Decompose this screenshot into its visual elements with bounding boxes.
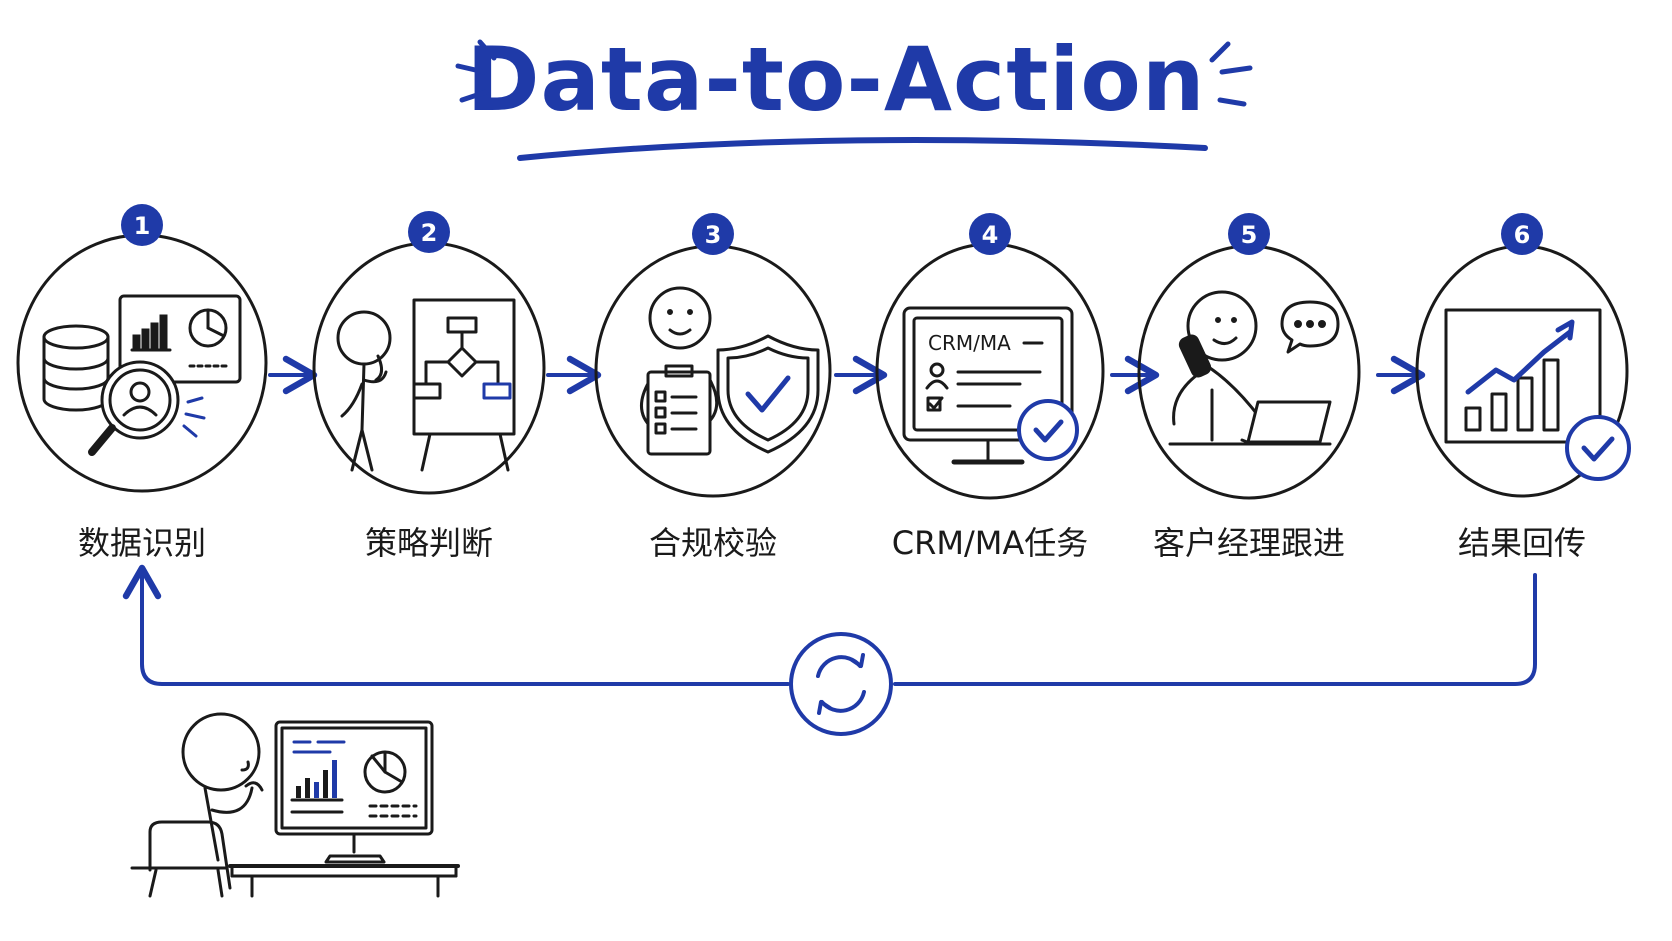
loop-circle	[789, 632, 893, 736]
checklist-shield-icon	[640, 286, 820, 456]
step-circle	[312, 241, 546, 495]
step-number: 3	[705, 221, 722, 249]
refresh-cycle-icon	[816, 653, 866, 715]
growth-chart-icon	[1444, 308, 1631, 481]
step-6: 6	[1415, 213, 1631, 498]
title-underline	[517, 137, 1208, 161]
step-number: 6	[1514, 221, 1531, 249]
crm-screen-text: CRM/MA	[928, 331, 1011, 355]
step-badge	[408, 211, 450, 253]
title-sparkle-right-icon	[1209, 41, 1253, 107]
step-4-label: CRM/MA任务	[891, 524, 1089, 562]
step-2-label: 策略判断	[364, 524, 493, 562]
step-badge	[969, 213, 1011, 255]
step-5: 5	[1137, 213, 1361, 500]
step-badge	[1501, 213, 1543, 255]
phone-laptop-icon	[1168, 290, 1340, 446]
step-3-label: 合规校验	[648, 524, 777, 562]
step-badge	[1228, 213, 1270, 255]
step-1-label: 数据识别	[77, 524, 206, 562]
step-number: 4	[982, 221, 999, 249]
step-number: 5	[1241, 221, 1258, 249]
feedback-loop	[122, 564, 1537, 736]
flowchart-board-icon	[336, 298, 516, 472]
step-badge	[692, 213, 734, 255]
step-2: 2	[312, 211, 546, 495]
title: Data-to-Action	[466, 28, 1206, 131]
step-circle	[1137, 244, 1361, 500]
crm-monitor-icon: CRM/MA	[902, 306, 1079, 465]
step-1: 1	[16, 204, 268, 493]
step-5-label: 客户经理跟进	[1152, 524, 1345, 562]
step-number: 2	[421, 219, 438, 247]
title-sparkle-left-icon	[455, 39, 497, 103]
step-4: CRM/MA 4	[875, 213, 1105, 500]
step-badge	[121, 204, 163, 246]
step-6-label: 结果回传	[1457, 524, 1586, 562]
step-3: 3	[594, 213, 832, 498]
analyst-at-desk-icon	[130, 712, 460, 898]
database-search-icon	[42, 294, 242, 456]
step-number: 1	[134, 212, 151, 240]
